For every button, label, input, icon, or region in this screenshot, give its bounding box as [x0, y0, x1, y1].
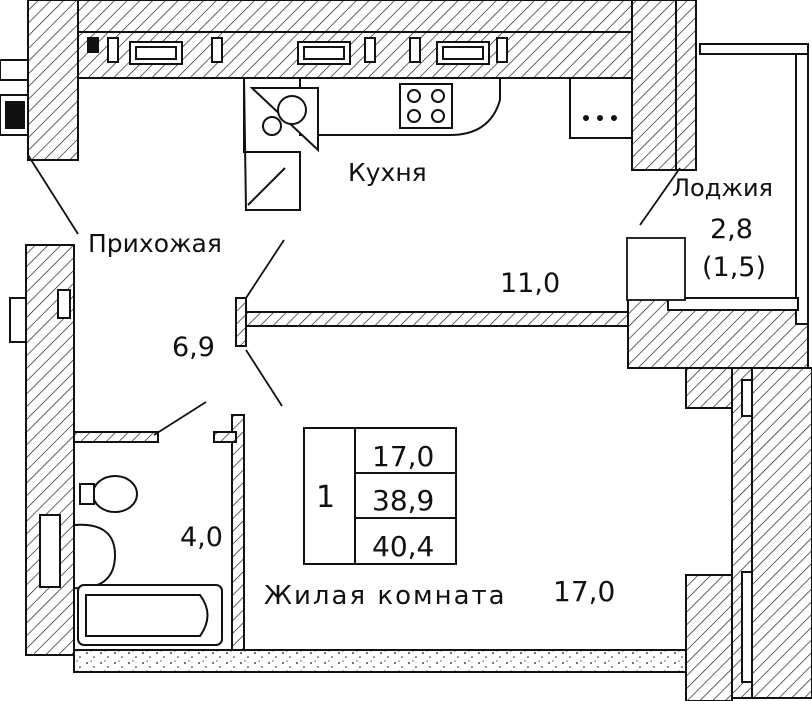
hallway-area: 6,9: [172, 332, 215, 363]
loggia-label: Лоджия: [672, 174, 773, 202]
stove-icon: [399, 83, 453, 129]
loggia-door: [639, 167, 681, 226]
living-room-area: 17,0: [553, 575, 615, 608]
total-area-value: 38,9: [372, 484, 434, 517]
living-room-label: Жилая комната: [264, 581, 507, 611]
bathroom-area: 4,0: [180, 522, 223, 553]
kitchen-label: Кухня: [348, 158, 427, 187]
room-count: 1: [316, 480, 335, 515]
hallway-label: Прихожая: [88, 229, 222, 258]
kitchen-fixtures: [243, 77, 633, 211]
summary-box: [303, 427, 457, 565]
loggia-area: 2,8: [710, 214, 753, 245]
washbasin-icon: [73, 523, 117, 590]
entry-door: [27, 154, 79, 235]
kitchen-door: [245, 239, 285, 299]
loggia-area-reduced: (1,5): [702, 252, 766, 283]
kitchen-area: 11,0: [500, 268, 560, 299]
bathroom-door: [153, 401, 207, 436]
toilet-icon: [92, 475, 138, 513]
doors: [27, 154, 686, 436]
living-door: [245, 349, 283, 407]
bathroom-fixtures: [39, 475, 223, 646]
living-area-value: 17,0: [372, 440, 434, 473]
total-area-with-loggia-value: 40,4: [372, 530, 434, 563]
